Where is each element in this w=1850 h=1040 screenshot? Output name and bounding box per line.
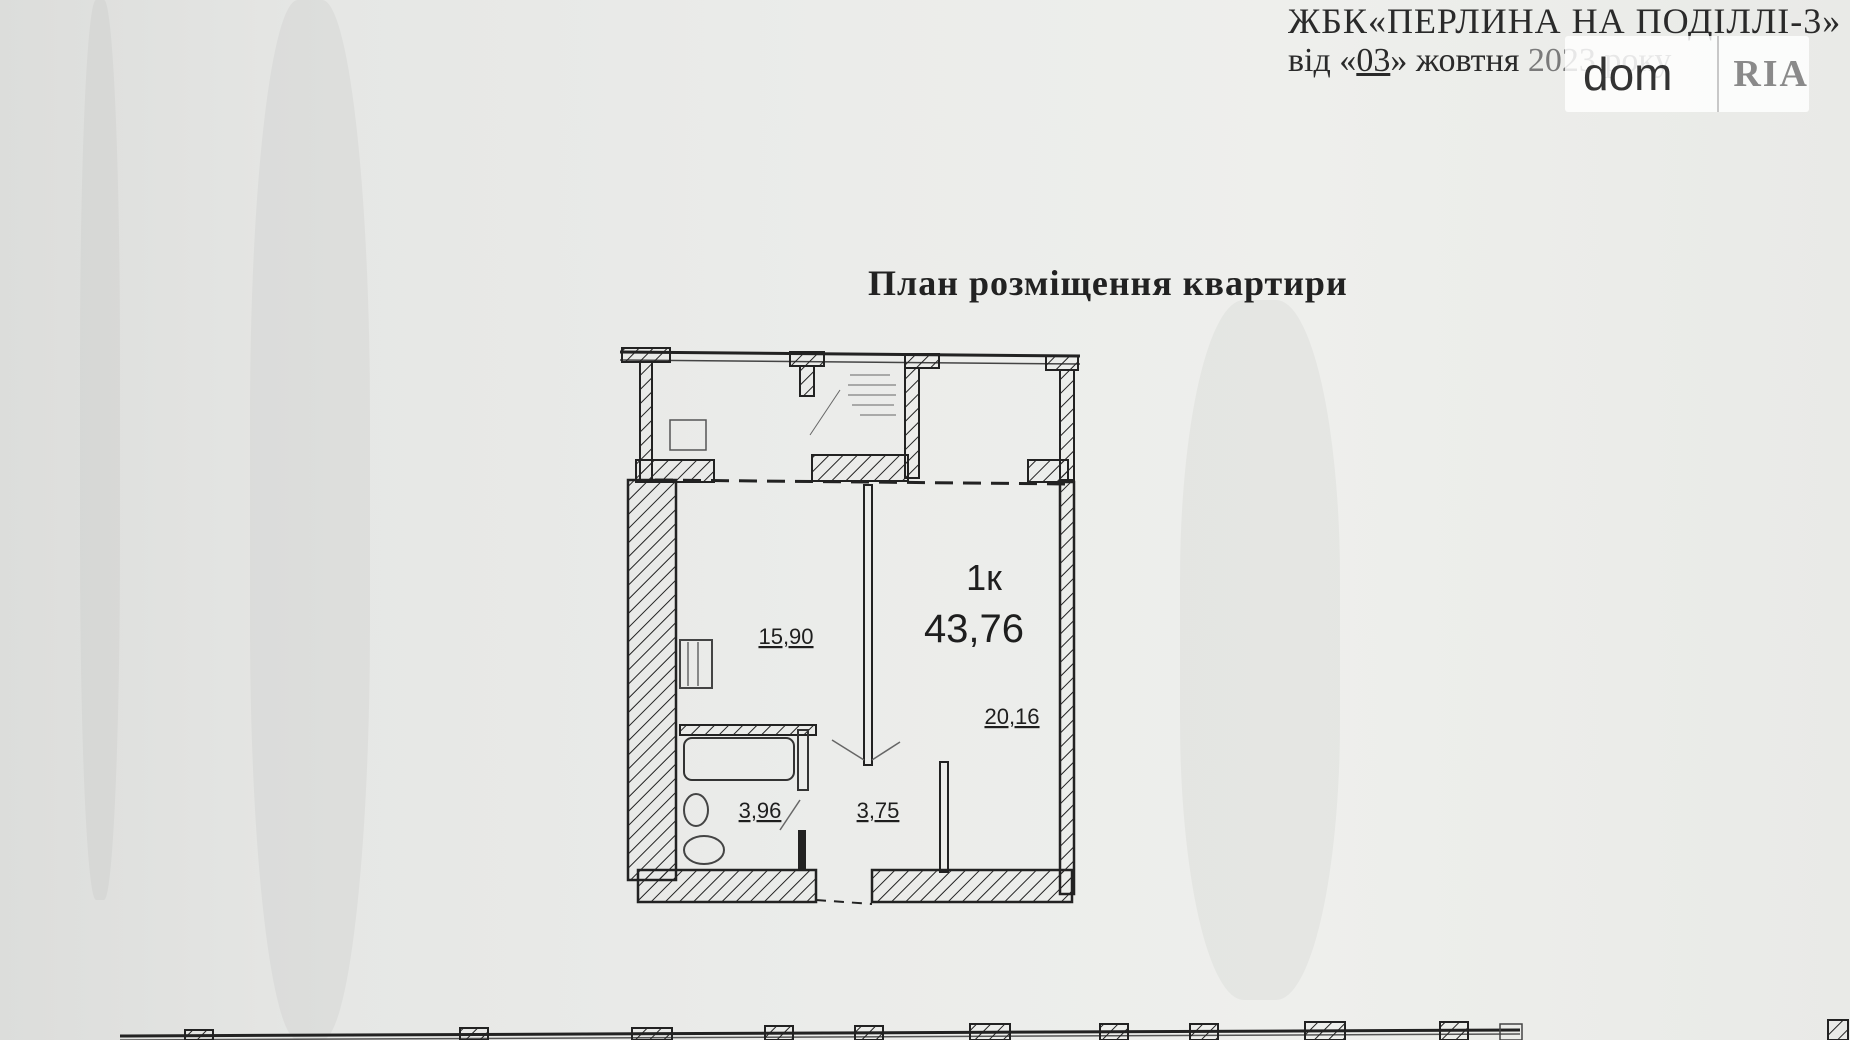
door-swing [871,741,901,761]
watermark-dom-text: dom [1583,48,1673,100]
apartment-floorplan: 1к 43,76 15,90 20,16 3,96 3,75 [619,347,1081,905]
scan-smudge [1180,300,1340,1000]
dom-ria-watermark: dom RIA [1565,36,1809,112]
entrance-threshold [815,899,873,905]
scan-smudge [80,0,120,900]
room-area-hallway: 3,75 [857,798,900,823]
door-swing [831,739,865,761]
organization-header: ЖБК«ПЕРЛИНА НА ПОДІЛЛІ-3» [1288,1,1842,41]
room-area-bathroom: 3,96 [739,798,782,823]
door-swing [779,799,801,831]
balcony-divider-wall [904,367,920,479]
date-day: 03 [1356,42,1391,79]
sink [683,793,709,827]
balcony-rail [619,350,1081,358]
balcony-post [904,353,940,369]
balcony-post [621,347,671,363]
bathroom-door-jamb [798,830,806,870]
scan-smudge [250,0,370,1040]
balcony-post [1045,355,1079,371]
room-area-kitchen: 15,90 [758,624,813,649]
balcony-rail-inner [619,359,1081,365]
balcony [619,347,1081,483]
bathtub [683,737,795,781]
toilet [683,835,725,865]
balcony-note [809,374,896,436]
plan-title: План розміщення квартири [868,263,1348,303]
partition-wall-top [811,454,909,482]
bathroom-wall-end [797,729,809,791]
right-exterior-wall [1058,480,1076,896]
date-prefix: від « [1288,42,1357,79]
next-floorplan-edge [119,1019,1849,1040]
partition-wall-top [635,459,715,483]
total-area: 43,76 [924,607,1024,651]
balcony-fixture [669,419,707,451]
interior-partition [863,484,873,766]
stove [679,639,713,689]
balcony-pillar [799,365,815,397]
room-area-living-room: 20,16 [984,704,1039,729]
bathroom-wall [679,724,817,736]
left-exterior-wall [626,478,678,882]
watermark-ria-text: RIA [1733,53,1809,95]
apartment-type: 1к [966,557,1002,598]
bottom-wall-left [636,868,818,904]
balcony-post [789,351,825,367]
bottom-wall-right [870,868,1074,904]
watermark-divider [1717,36,1720,112]
hallway-wall [939,761,949,873]
partition-wall-top [1027,459,1069,483]
next-plan-rail [119,1028,1521,1038]
date-middle: » жовтня [1390,42,1520,79]
